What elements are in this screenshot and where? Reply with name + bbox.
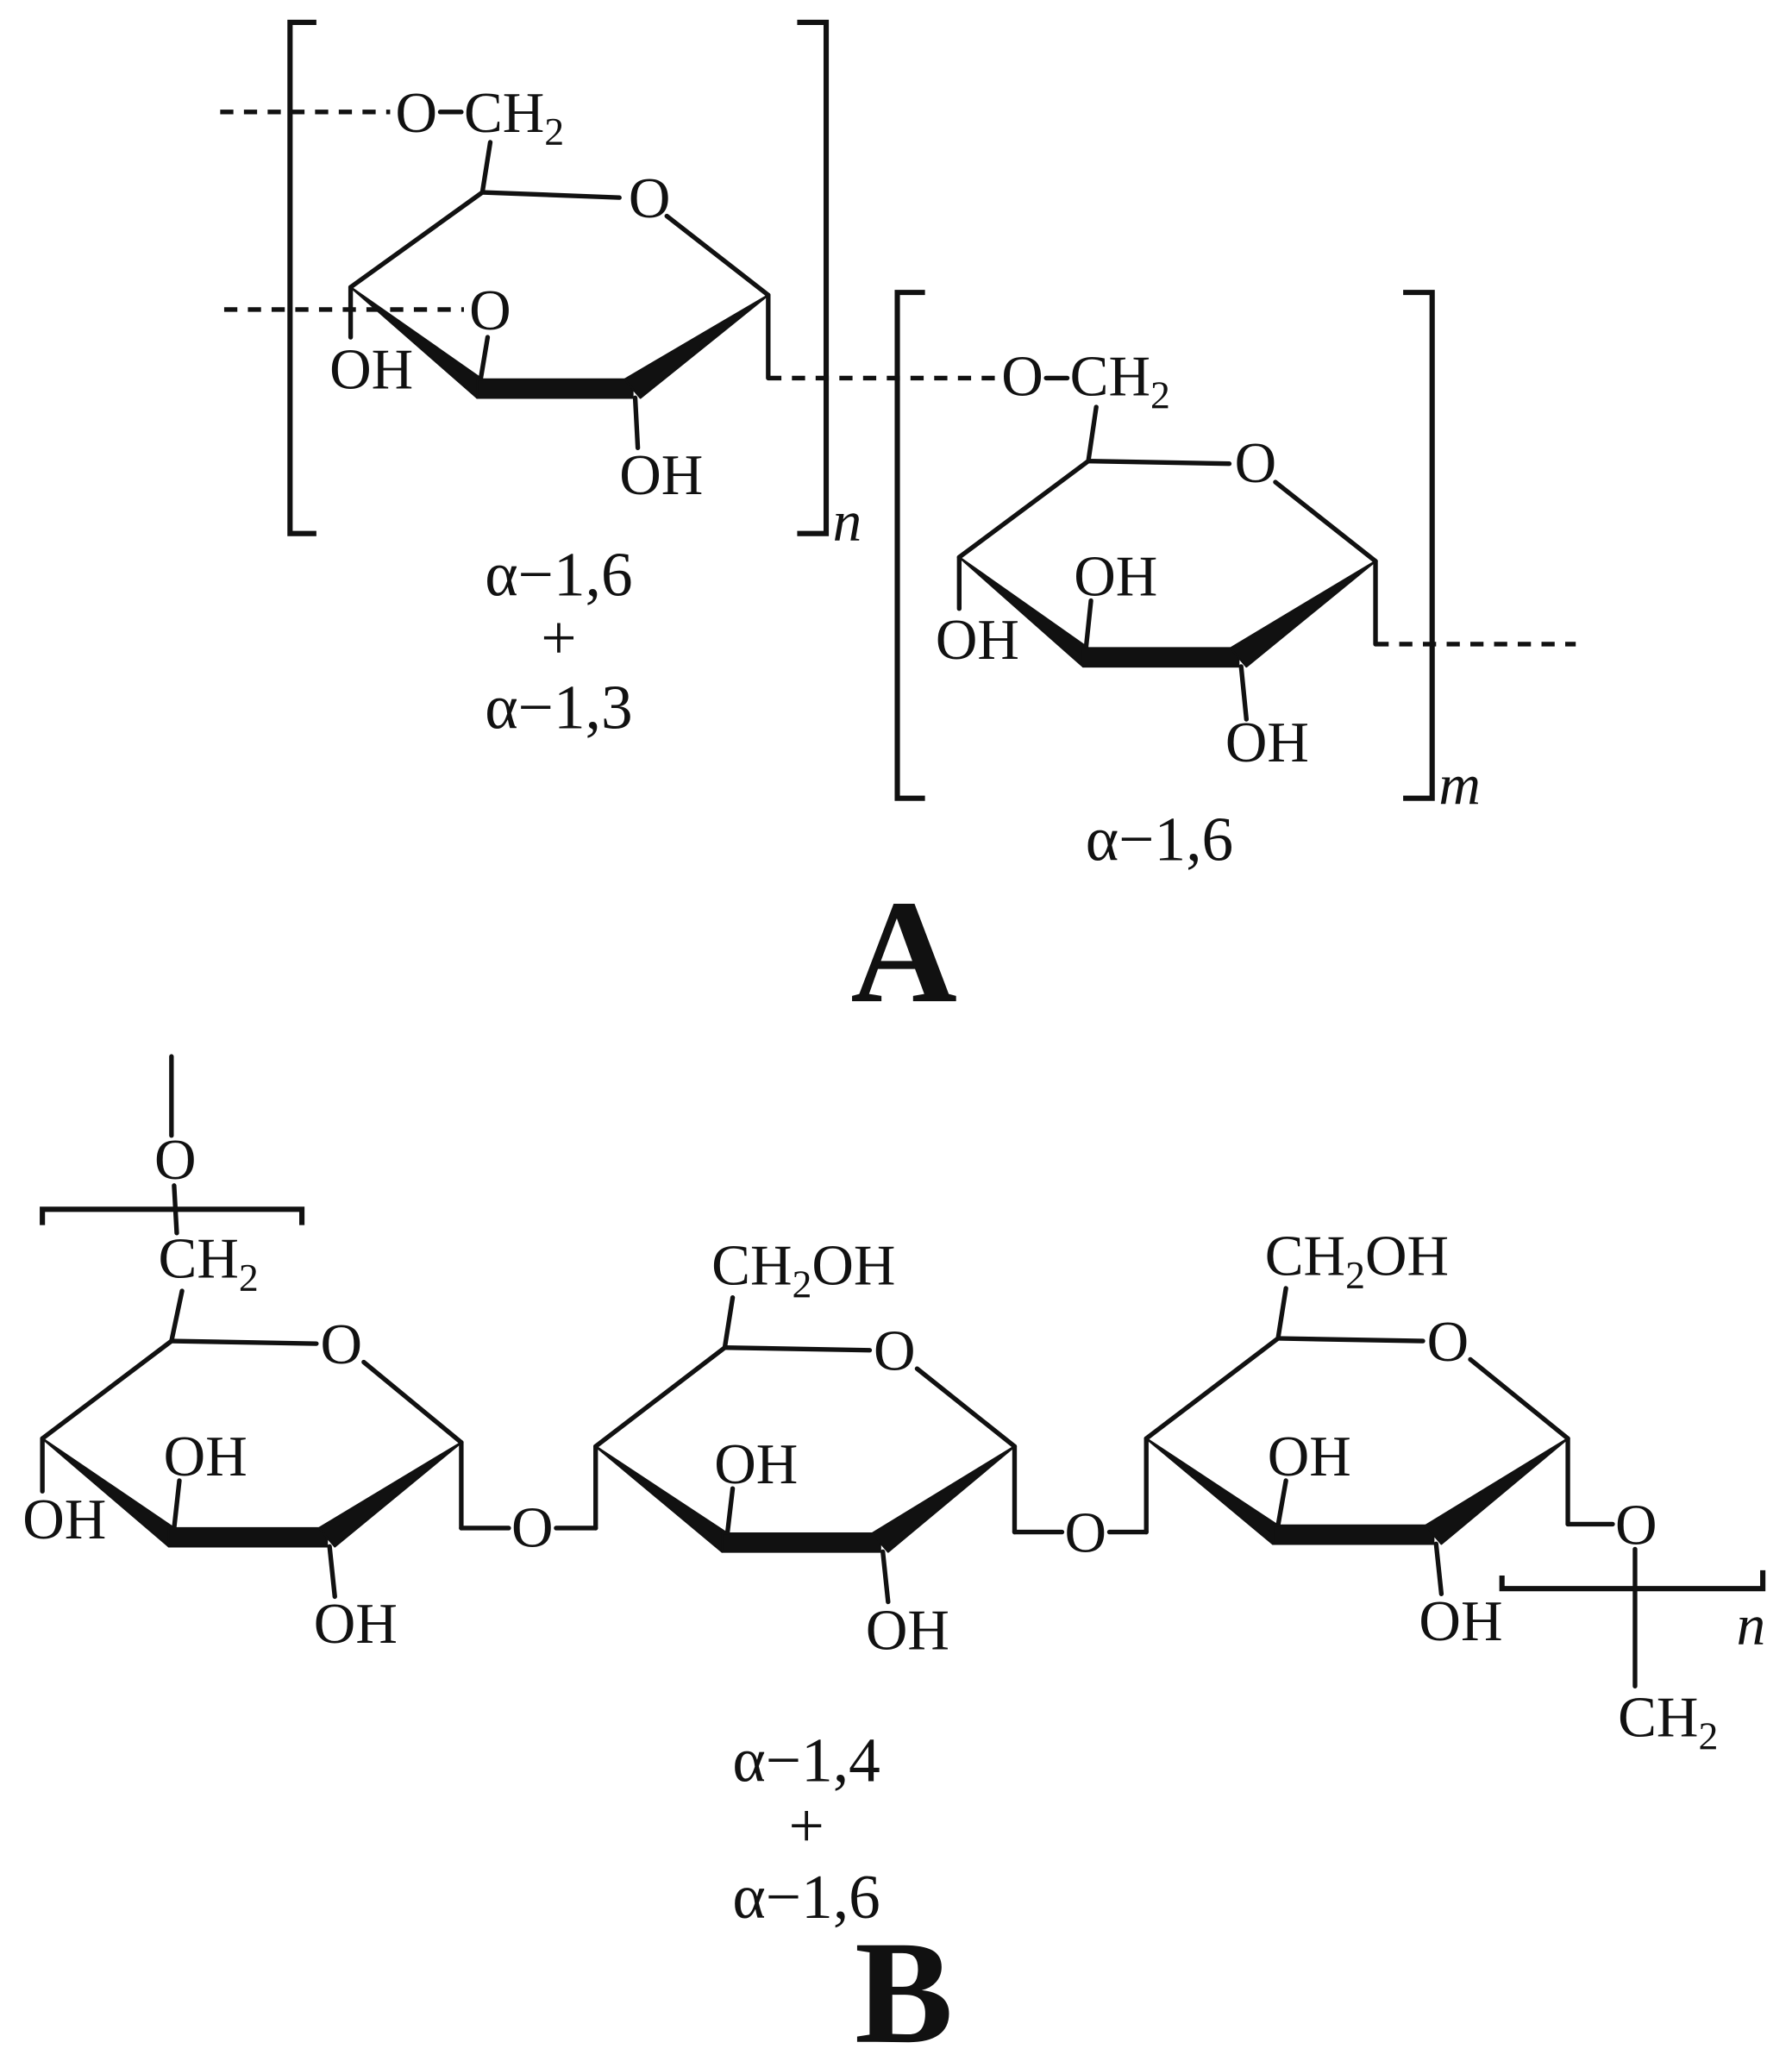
bond xyxy=(1468,1356,1570,1441)
bond xyxy=(724,1486,736,1536)
bond xyxy=(477,335,491,387)
bond xyxy=(1273,479,1378,564)
bond xyxy=(880,1549,891,1605)
ch2-group: CH2 xyxy=(464,80,564,153)
bridge-oxygen: O xyxy=(396,80,438,145)
bond xyxy=(40,1338,174,1441)
hydroxyl-group: OH xyxy=(314,1591,398,1656)
wedge-bond xyxy=(1145,1437,1280,1545)
hydroxyl-group: OH xyxy=(1268,1424,1351,1488)
wedge-bond xyxy=(1229,560,1377,668)
repeat-bracket xyxy=(1499,1569,1766,1592)
bond xyxy=(172,1478,182,1531)
plus-sign: + xyxy=(788,1791,824,1861)
hydroxyl-group: OH xyxy=(1074,543,1157,608)
wedge-bond xyxy=(871,1445,1016,1553)
bond xyxy=(956,458,1091,560)
bond xyxy=(1086,404,1099,464)
bond xyxy=(361,1359,464,1445)
bond xyxy=(722,1294,736,1350)
linkage-label: α−1,4 xyxy=(732,1725,880,1795)
right-bracket xyxy=(1403,290,1435,801)
ch2oh-group: CH2OH xyxy=(711,1232,895,1306)
bond xyxy=(348,190,486,290)
repeat-index: n xyxy=(833,488,862,553)
linkage-label: α−1,6 xyxy=(485,539,632,609)
bond xyxy=(169,1288,185,1344)
bond xyxy=(664,213,771,298)
hydroxyl-group: OH xyxy=(329,337,413,402)
hydroxyl-group: OH xyxy=(936,607,1019,672)
bond xyxy=(1275,1478,1288,1528)
ring-oxygen: O xyxy=(874,1319,916,1383)
bond xyxy=(1143,1336,1281,1441)
bond xyxy=(722,1345,873,1353)
plus-sign: + xyxy=(541,603,576,673)
wedge-bond xyxy=(721,1532,881,1553)
structure-a-unit-1: O CH2 O OH O OH n α−1,6 + α−1,3 xyxy=(220,19,999,742)
left-bracket xyxy=(894,290,925,801)
bond xyxy=(327,1544,337,1600)
hydroxyl-group: OH xyxy=(714,1432,798,1496)
bridge-oxygen: O xyxy=(469,278,511,342)
ring-oxygen: O xyxy=(1235,430,1277,495)
bond xyxy=(479,140,493,195)
wedge-bond xyxy=(1424,1437,1570,1545)
panel-label-b: B xyxy=(855,1912,953,2055)
bridge-oxygen: O xyxy=(154,1127,197,1192)
bond xyxy=(1086,458,1232,467)
bond xyxy=(593,1345,728,1449)
bond xyxy=(1083,598,1093,654)
ch2-group: CH2 xyxy=(1618,1684,1718,1757)
bond xyxy=(1275,1286,1288,1341)
wedge-bond xyxy=(317,1441,463,1548)
linkage-label: α−1,6 xyxy=(732,1862,880,1932)
left-bracket xyxy=(287,19,316,536)
structure-b-ring-1: O OH OH OH xyxy=(22,1312,464,1656)
bond xyxy=(1238,664,1250,722)
hydroxyl-group: OH xyxy=(1419,1588,1502,1653)
repeat-bracket xyxy=(40,1206,305,1225)
hydroxyl-group: OH xyxy=(164,1424,247,1488)
bridge-oxygen: O xyxy=(1001,343,1043,408)
ch2-group: CH2 xyxy=(1070,343,1170,417)
ring-oxygen: O xyxy=(1427,1309,1469,1374)
repeat-index: m xyxy=(1438,752,1481,817)
repeat-index: n xyxy=(1737,1592,1766,1657)
ch2-group: CH2 xyxy=(159,1226,259,1300)
wedge-bond xyxy=(1081,647,1240,668)
ring-oxygen: O xyxy=(629,166,671,230)
bond xyxy=(632,395,641,451)
wedge-bond xyxy=(594,1445,729,1553)
bond xyxy=(479,190,622,200)
linkage-label: α−1,3 xyxy=(485,673,632,742)
ring-oxygen: O xyxy=(320,1312,362,1376)
bond xyxy=(169,1338,319,1346)
right-bracket xyxy=(797,19,830,536)
glycosidic-oxygen: O xyxy=(1065,1500,1107,1564)
glycosidic-oxygen: O xyxy=(1615,1492,1657,1557)
bond xyxy=(914,1366,1018,1449)
ch2oh-group: CH2OH xyxy=(1265,1224,1449,1297)
hydroxyl-group: OH xyxy=(619,442,703,507)
panel-label-a: A xyxy=(850,871,957,1034)
hydroxyl-group: OH xyxy=(1225,710,1309,774)
structure-b-ring-3: CH2OH O OH OH xyxy=(1143,1224,1570,1653)
structure-b-ring-2: CH2OH O OH OH xyxy=(593,1232,1018,1663)
bond xyxy=(1433,1541,1444,1597)
wedge-bond xyxy=(476,378,634,399)
glycosidic-oxygen: O xyxy=(511,1494,554,1559)
structure-b: O CH2 O OH OH OH O CH2OH xyxy=(22,1054,1766,2055)
hydroxyl-group: OH xyxy=(22,1487,106,1551)
bond xyxy=(1275,1336,1425,1344)
structure-a: O CH2 O OH O OH n α−1,6 + α−1,3 xyxy=(220,19,1576,1034)
wedge-bond xyxy=(167,1526,329,1548)
linkage-label: α−1,6 xyxy=(1086,804,1233,874)
wedge-bond xyxy=(623,294,769,399)
hydroxyl-group: OH xyxy=(866,1598,949,1663)
wedge-bond xyxy=(1271,1524,1435,1545)
structure-a-unit-2: O CH2 O OH OH OH m α−1,6 xyxy=(894,290,1576,874)
